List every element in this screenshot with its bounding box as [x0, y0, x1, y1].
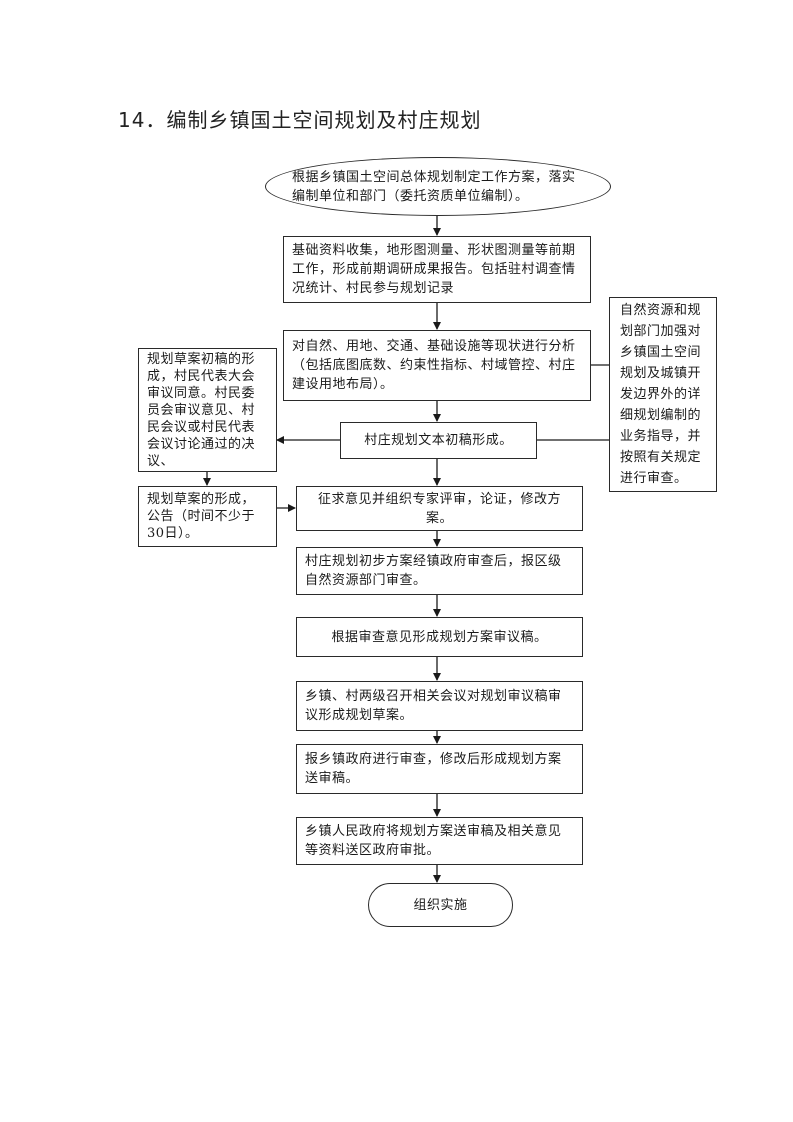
- side-note-right: 自然资源和规划部门加强对乡镇国土空间规划及城镇开发边界外的详细规划编制的业务指导…: [609, 297, 717, 492]
- side-note-right-text: 自然资源和规划部门加强对乡镇国土空间规划及城镇开发边界外的详细规划编制的业务指导…: [620, 303, 702, 486]
- step-district-review-text: 村庄规划初步方案经镇政府审查后，报区级自然资源部门审查。: [305, 554, 562, 588]
- step-review-draft: 根据审查意见形成规划方案审议稿。: [296, 617, 583, 657]
- end-node-text: 组织实施: [413, 897, 468, 913]
- start-node-text: 根据乡镇国土空间总体规划制定工作方案，落实编制单位和部门（委托资质单位编制）。: [292, 169, 576, 204]
- step-data-collection-text: 基础资料收集，地形图测量、形状图测量等前期工作，形成前期调研成果报告。包括驻村调…: [292, 243, 576, 296]
- step-status-analysis: 对自然、用地、交通、基础设施等现状进行分析（包括底图底数、约束性指标、村域管控、…: [283, 330, 591, 401]
- side-note-left-publish: 规划草案的形成，公告（时间不少于30日）。: [138, 486, 277, 547]
- side-note-left-publish-text: 规划草案的形成，公告（时间不少于30日）。: [147, 492, 256, 541]
- step-submit-approval-text: 乡镇人民政府将规划方案送审稿及相关意见等资料送区政府审批。: [305, 824, 562, 858]
- step-expert-review-text: 征求意见并组织专家评审，论证，修改方案。: [317, 491, 561, 526]
- step-submit-approval: 乡镇人民政府将规划方案送审稿及相关意见等资料送区政府审批。: [296, 817, 583, 865]
- side-note-left-draft: 规划草案初稿的形成，村民代表大会审议同意。村民委员会审议意见、村民会议或村民代表…: [138, 348, 277, 472]
- step-expert-review: 征求意见并组织专家评审，论证，修改方案。: [296, 486, 583, 531]
- end-node: 组织实施: [368, 883, 513, 927]
- step-meetings: 乡镇、村两级召开相关会议对规划审议稿审议形成规划草案。: [296, 681, 583, 731]
- step-data-collection: 基础资料收集，地形图测量、形状图测量等前期工作，形成前期调研成果报告。包括驻村调…: [283, 236, 591, 303]
- step-meetings-text: 乡镇、村两级召开相关会议对规划审议稿审议形成规划草案。: [305, 689, 562, 723]
- step-town-review-text: 报乡镇政府进行审查，修改后形成规划方案送审稿。: [305, 752, 562, 786]
- step-review-draft-text: 根据审查意见形成规划方案审议稿。: [331, 629, 548, 645]
- side-note-left-draft-text: 规划草案初稿的形成，村民代表大会审议同意。村民委员会审议意见、村民会议或村民代表…: [147, 351, 256, 469]
- step-district-review: 村庄规划初步方案经镇政府审查后，报区级自然资源部门审查。: [296, 547, 583, 595]
- step-draft-text: 村庄规划文本初稿形成。: [340, 422, 537, 459]
- start-node: 根据乡镇国土空间总体规划制定工作方案，落实编制单位和部门（委托资质单位编制）。: [265, 157, 611, 216]
- step-status-analysis-text: 对自然、用地、交通、基础设施等现状进行分析（包括底图底数、约束性指标、村域管控、…: [292, 339, 576, 392]
- step-town-review: 报乡镇政府进行审查，修改后形成规划方案送审稿。: [296, 744, 583, 794]
- step-draft-text-label: 村庄规划文本初稿形成。: [364, 433, 513, 448]
- page-title: 14．编制乡镇国土空间规划及村庄规划: [118, 108, 482, 132]
